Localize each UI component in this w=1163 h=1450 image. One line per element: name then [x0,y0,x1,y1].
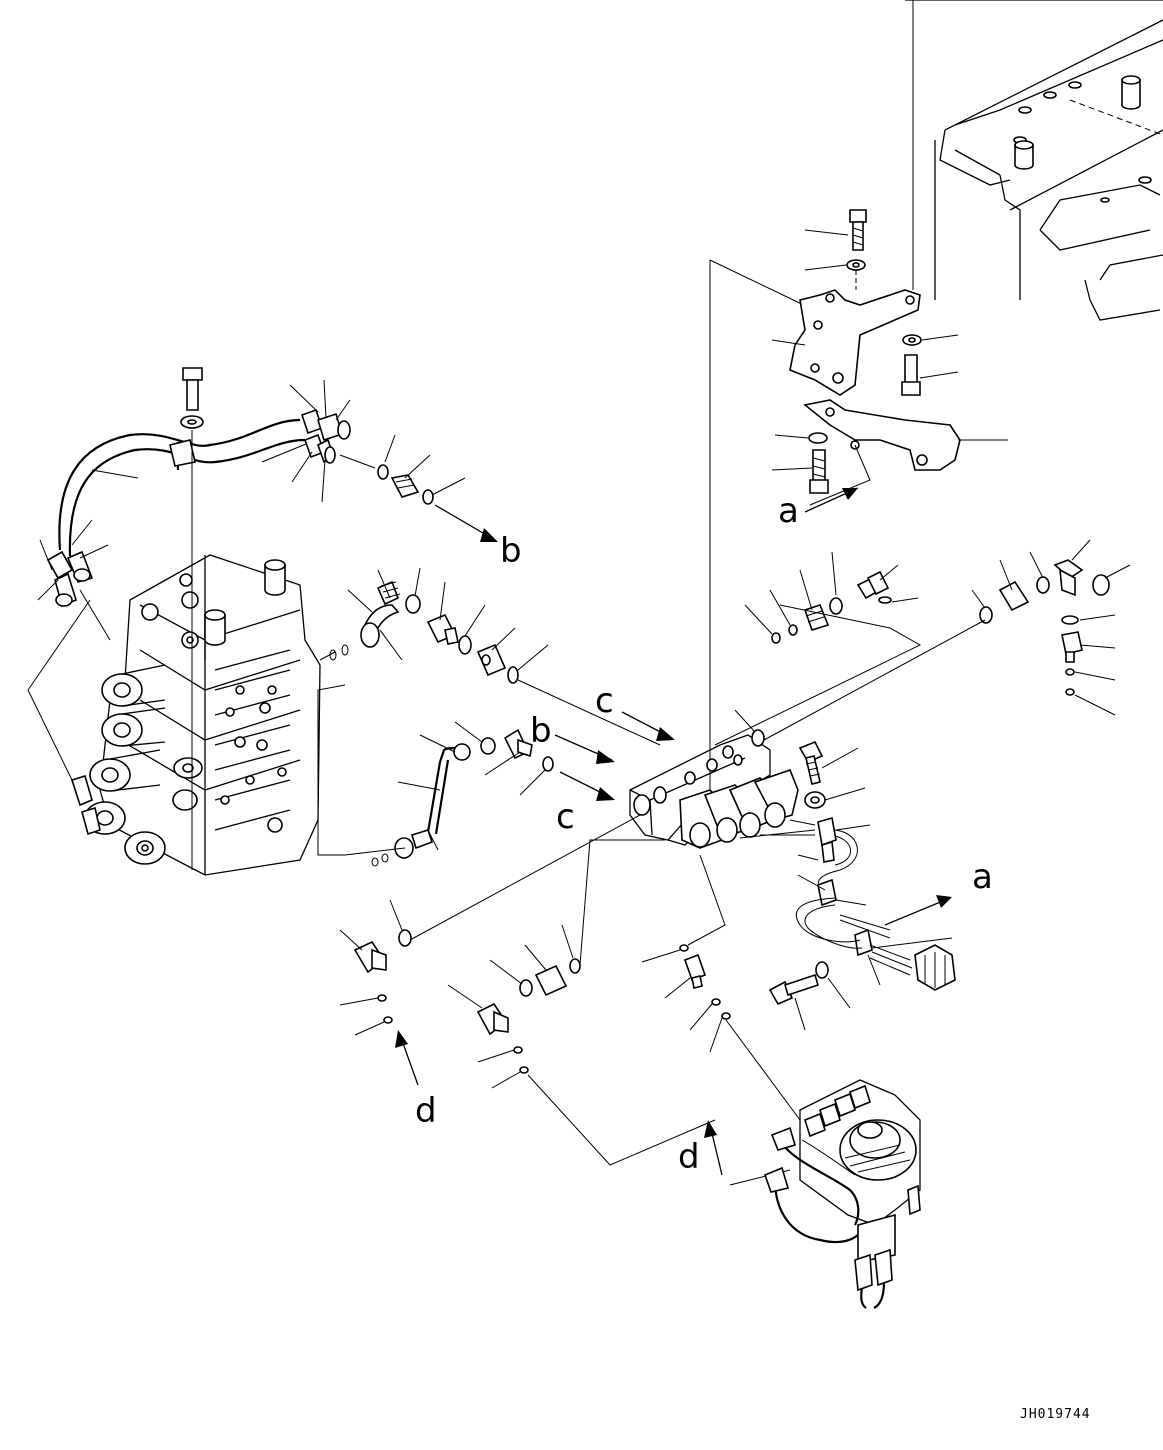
fitting-icon [426,613,507,677]
arrow-icon [554,734,615,764]
fitting-icon [798,740,824,785]
fitting-icon [503,728,533,760]
leader-lines-manifold [794,747,953,1031]
arrow-icon [621,711,675,741]
hose-icon [58,418,306,557]
bracket-assembly [709,259,961,815]
callout-d-right: d [678,1137,700,1177]
o-ring-icon [751,574,1110,747]
washer-icon [902,334,922,346]
washer-icon [804,791,826,809]
hose-icon [763,1126,860,1244]
bolt-icon [849,209,867,251]
o-ring-icon [329,594,519,684]
washer-icon [808,432,828,444]
solenoid-manifold [629,734,858,891]
leader-lines-bottom [339,814,801,1186]
washer-icon [815,961,829,979]
bolt-icon [809,449,829,494]
o-ring-icon [377,929,731,1074]
leader-lines-top-right [771,229,1008,471]
callout-b-top: b [500,531,522,571]
o-ring-icon [377,464,434,505]
leader-lines-mid-left [319,567,661,746]
frame-structure [905,0,1163,321]
washer-icon [846,259,866,271]
fitting-icon [803,559,1084,663]
arrow-icon [395,1030,419,1086]
leader-lines-left-top [27,379,466,781]
bolt-icon [182,367,203,411]
ppc-valve [799,1079,921,1309]
bolt-icon [768,973,819,1006]
arrow-icon [884,895,952,926]
callout-d-left: d [415,1091,437,1131]
leader-lines-lower-left [317,684,546,856]
callout-a-right: a [972,857,993,897]
fitting-icon [360,580,401,648]
callout-c-top: c [595,681,614,721]
callout-c-mid: c [556,797,575,837]
drawing-code: JH019744 [1020,1407,1091,1422]
bolt-icon [901,354,921,396]
fitting-icon [390,474,420,498]
control-valve-body [99,554,321,876]
washer-icon [180,415,204,429]
harness-right [795,897,956,991]
leader-lines-right [714,539,1131,746]
clamp-icon [817,816,873,957]
solenoid-valves-left [70,664,203,865]
arrow-icon [704,1120,723,1176]
callout-b-mid: b [530,711,552,751]
o-ring-icon [542,756,554,772]
arrow-icon [804,487,859,513]
fitting-icon [353,940,707,1036]
callout-a-top: a [778,491,799,531]
hose-icon [371,737,496,867]
arrow-icon [559,771,615,801]
arrow-icon [434,504,498,542]
fitting-icon [46,408,351,608]
